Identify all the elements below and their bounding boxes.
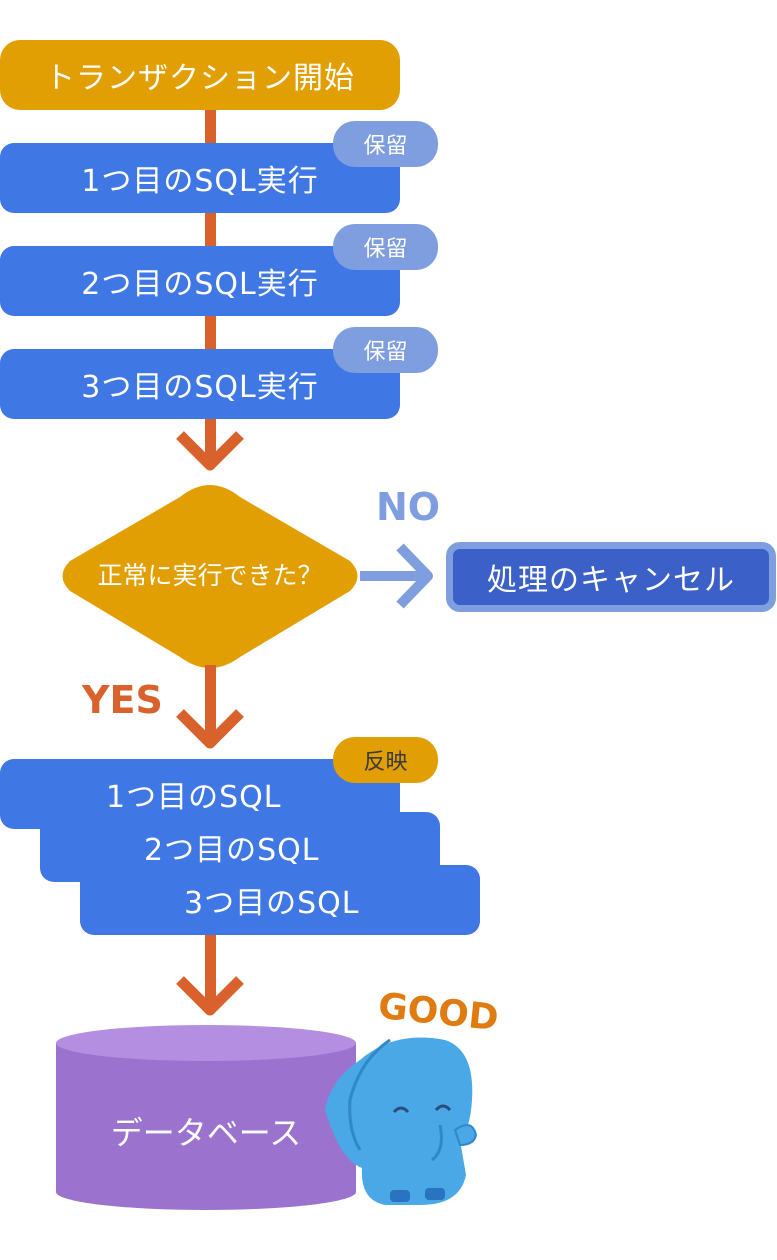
reflect-item-2-label: 2つ目のSQL <box>144 833 320 868</box>
database-cylinder <box>56 1025 356 1210</box>
reflect-item-1: 1つ目のSQL <box>0 759 400 829</box>
arrow-down-to-decision <box>176 431 244 471</box>
step-3-label: 3つ目のSQL実行 <box>81 370 319 405</box>
reflect-item-3-label: 3つ目のSQL <box>184 886 360 921</box>
connector-yes <box>205 665 216 745</box>
database-label: データベース <box>110 1114 302 1152</box>
decision-question: 正常に実行できた？ <box>97 561 323 590</box>
reflect-badge: 反映 <box>333 737 438 783</box>
step-1-label: 1つ目のSQL実行 <box>81 164 319 199</box>
step-1: 1つ目のSQL実行 <box>0 143 400 213</box>
step-2-label: 2つ目のSQL実行 <box>81 267 319 302</box>
arrow-to-database-head <box>176 976 244 1016</box>
arrow-yes-head <box>176 709 244 749</box>
connector-step2-step3 <box>205 313 216 353</box>
transaction-start: トランザクション開始 <box>0 40 400 110</box>
reflect-item-1-label: 1つ目のSQL <box>106 780 282 815</box>
cancel-process-box: 処理のキャンセル <box>446 542 776 612</box>
transaction-start-label: トランザクション開始 <box>45 61 355 96</box>
connector-step1-step2 <box>205 210 216 250</box>
connector-start-step1 <box>205 108 216 146</box>
decision-no-label: NO <box>376 485 441 529</box>
step-1-hold-badge: 保留 <box>333 121 438 167</box>
step-2-hold-badge: 保留 <box>333 224 438 270</box>
step-3: 3つ目のSQL実行 <box>0 349 400 419</box>
step-3-hold-badge: 保留 <box>333 327 438 373</box>
connector-to-database <box>205 933 216 1008</box>
arrow-no-head <box>396 543 433 609</box>
cancel-process-label: 処理のキャンセル <box>487 563 735 598</box>
step-2: 2つ目のSQL実行 <box>0 246 400 316</box>
connector-step3-arrow <box>205 416 216 466</box>
decision-yes-label: YES <box>82 678 163 722</box>
elephant-mascot-icon <box>325 1037 478 1205</box>
connector-no <box>360 571 430 581</box>
decision-diamond <box>62 485 358 668</box>
